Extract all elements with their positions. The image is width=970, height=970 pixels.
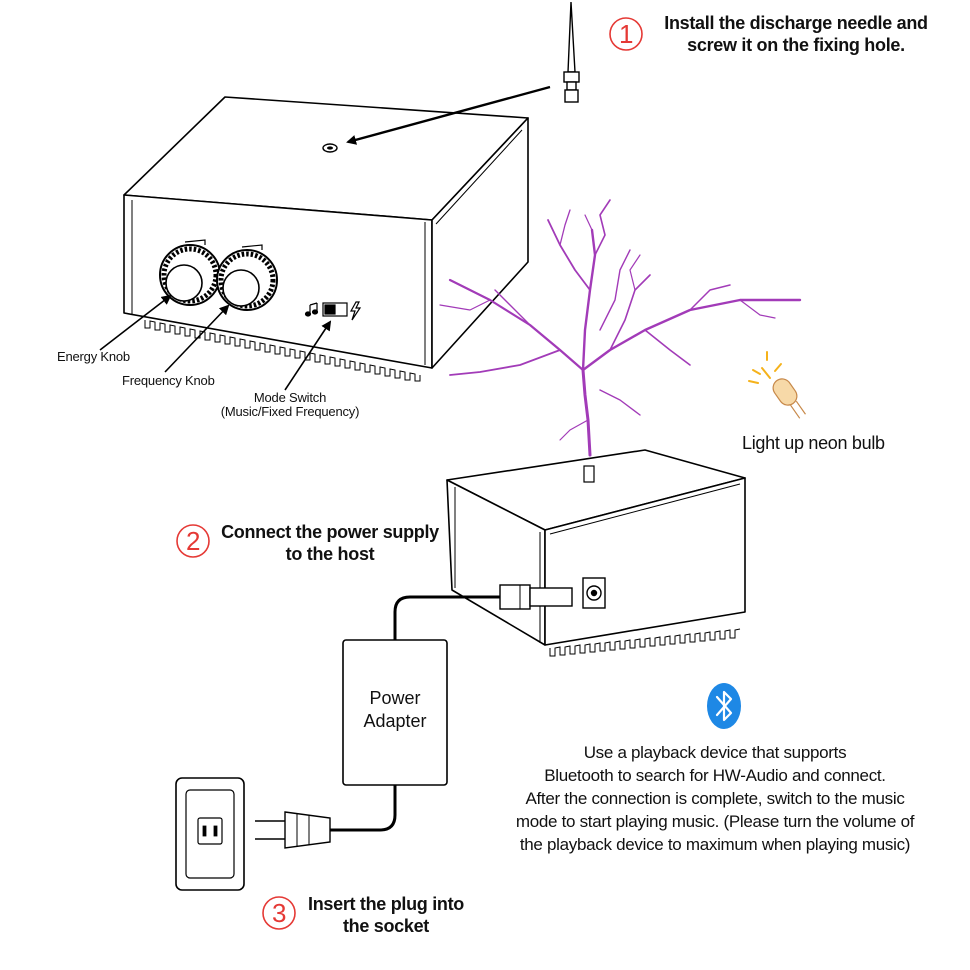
step-1-number: 1	[619, 19, 634, 49]
power-adapter-label-line-1: Power	[369, 688, 421, 708]
dc-plug	[499, 584, 573, 610]
music-note-icon	[304, 302, 319, 317]
step-1-line-1: Install the discharge needle and	[664, 13, 928, 33]
host-device-top	[123, 96, 529, 369]
frequency-knob-label: Frequency Knob	[122, 373, 215, 388]
dc-cable	[393, 595, 500, 640]
ac-plug	[255, 811, 331, 849]
step-2-circle	[176, 524, 210, 558]
power-adapter-box	[342, 639, 448, 786]
step-2-line-1: Connect the power supply	[221, 522, 439, 542]
mode-switch-label: Mode Switch (Music/Fixed Frequency)	[205, 391, 375, 419]
power-adapter-label: Power Adapter	[343, 687, 447, 733]
step-1-line-2: screw it on the fixing hole.	[687, 35, 905, 55]
mode-switch-arrow	[284, 320, 332, 391]
power-adapter-label-line-2: Adapter	[363, 711, 427, 731]
frequency-knob	[216, 244, 278, 311]
neon-bulb-icon	[748, 351, 806, 419]
step-3-number: 3	[272, 898, 287, 928]
wall-socket	[175, 777, 245, 891]
toggle-switch-icon	[322, 302, 348, 317]
step-3-circle	[262, 896, 296, 930]
ac-cable	[330, 785, 397, 832]
bluetooth-instructions-line-3: After the connection is complete, switch…	[525, 789, 905, 808]
energy-knob	[159, 239, 221, 306]
step-1-circle	[609, 17, 643, 51]
step-3-text: Insert the plug into the socket	[298, 893, 474, 937]
dc-power-jack	[582, 577, 606, 609]
step-2-number: 2	[186, 526, 201, 556]
vent-grille-top	[144, 320, 421, 382]
neon-bulb-label: Light up neon bulb	[742, 433, 885, 453]
bluetooth-instructions-line-5: the playback device to maximum when play…	[519, 835, 911, 854]
bluetooth-icon	[707, 683, 741, 729]
step-3-line-1: Insert the plug into	[308, 894, 464, 914]
bluetooth-instructions-line-2: Bluetooth to search for HW-Audio and con…	[544, 766, 886, 785]
needle-install-arrow	[346, 85, 551, 145]
step-2-text: Connect the power supply to the host	[210, 521, 450, 565]
host-device-bottom	[446, 449, 746, 646]
bluetooth-instructions: Use a playback device that supports Blue…	[470, 741, 960, 856]
energy-knob-label: Energy Knob	[57, 349, 130, 364]
needle-base	[583, 465, 595, 483]
step-2-line-2: to the host	[285, 544, 375, 564]
step-3-line-2: the socket	[342, 916, 430, 936]
plasma-arc	[439, 199, 802, 457]
bluetooth-instructions-line-4: mode to start playing music. (Please tur…	[515, 812, 915, 831]
mode-switch-label-line-1: Mode Switch	[253, 390, 327, 405]
mode-switch-label-line-2: (Music/Fixed Frequency)	[220, 404, 360, 419]
discharge-needle-icon	[563, 1, 580, 103]
frequency-knob-arrow	[164, 304, 230, 373]
lightning-icon	[349, 301, 362, 321]
vent-grille-bottom	[549, 628, 741, 657]
bluetooth-instructions-line-1: Use a playback device that supports	[583, 743, 847, 762]
step-1-text: Install the discharge needle and screw i…	[646, 12, 946, 56]
energy-knob-arrow	[99, 294, 172, 351]
